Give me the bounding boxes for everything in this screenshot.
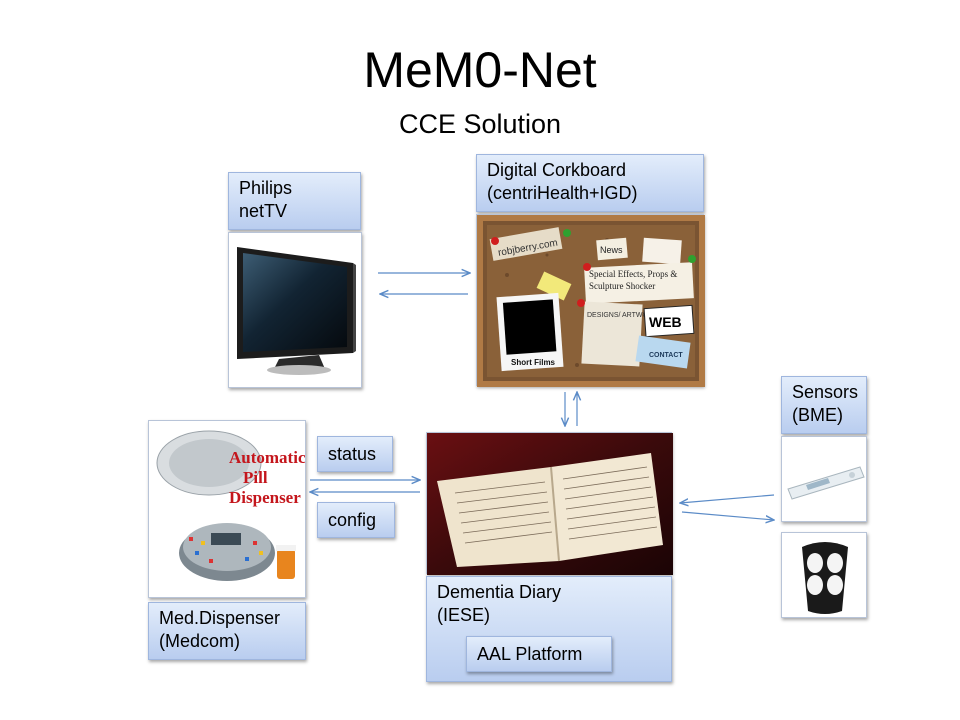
motion-sensor-image [787,466,865,500]
corkboard-label-line2: (centriHealth+IGD) [487,183,638,203]
sensors-label-line2: (BME) [792,405,843,425]
contact-text: CONTACT [649,352,683,359]
philips-label-line2: netTV [239,201,288,221]
corkboard-label-line1: Digital Corkboard [487,160,627,180]
news-text: News [600,245,623,255]
arrow-diary-to-remote [681,511,774,520]
dispenser-label-line1: Med.Dispenser [159,608,281,628]
designs-text: DESIGNS/ ARTWORK [587,312,658,319]
aal-platform-label: AAL Platform [466,636,612,672]
note-line2: Sculpture Shocker [589,281,655,291]
sensors-label: Sensors (BME) [781,376,867,434]
remote-control-image [802,542,848,614]
films-text: Short Films [511,358,556,367]
diary-label-line1: Dementia Diary [437,582,562,602]
corkboard-label: Digital Corkboard (centriHealth+IGD) [476,154,704,212]
aal-platform-text: AAL Platform [477,644,583,664]
config-text: config [328,510,377,530]
tv-image-panel [228,232,362,388]
web-text: WEB [649,314,682,330]
tv-image [237,247,356,375]
corkboard-image-panel: robjberry.com News Special Effects, Prop… [476,214,705,387]
dispenser-text-line1: Automatic [229,448,306,467]
diary-image-panel [426,432,673,575]
status-label: status [317,436,393,472]
status-text: status [328,444,377,464]
note-line1: Special Effects, Props & [589,269,677,279]
philips-label-line1: Philips [239,178,293,198]
pill-dispenser-image-panel: Automatic Pill Dispenser [148,420,306,598]
corkboard-image: robjberry.com News Special Effects, Prop… [477,215,705,387]
config-label: config [317,502,395,538]
philips-nettv-label: Philips netTV [228,172,361,230]
diagram-subtitle: CCE Solution [398,109,562,139]
arrow-sensor-to-diary [680,494,775,503]
dispenser-label: Med.Dispenser (Medcom) [148,602,306,660]
sensors-label-line1: Sensors [792,382,859,402]
dispenser-text-line2: Pill [243,468,268,487]
dispenser-text-line3: Dispenser [229,488,301,507]
diary-label-line2: (IESE) [437,605,491,625]
sensor-image-panel [781,436,867,522]
diagram-title: MeM0-Net [363,42,597,98]
pill-dispenser-image: Automatic Pill Dispenser [156,430,306,581]
diary-book-image [427,433,673,575]
remote-image-panel [781,532,867,618]
dispenser-label-line2: (Medcom) [159,631,241,651]
